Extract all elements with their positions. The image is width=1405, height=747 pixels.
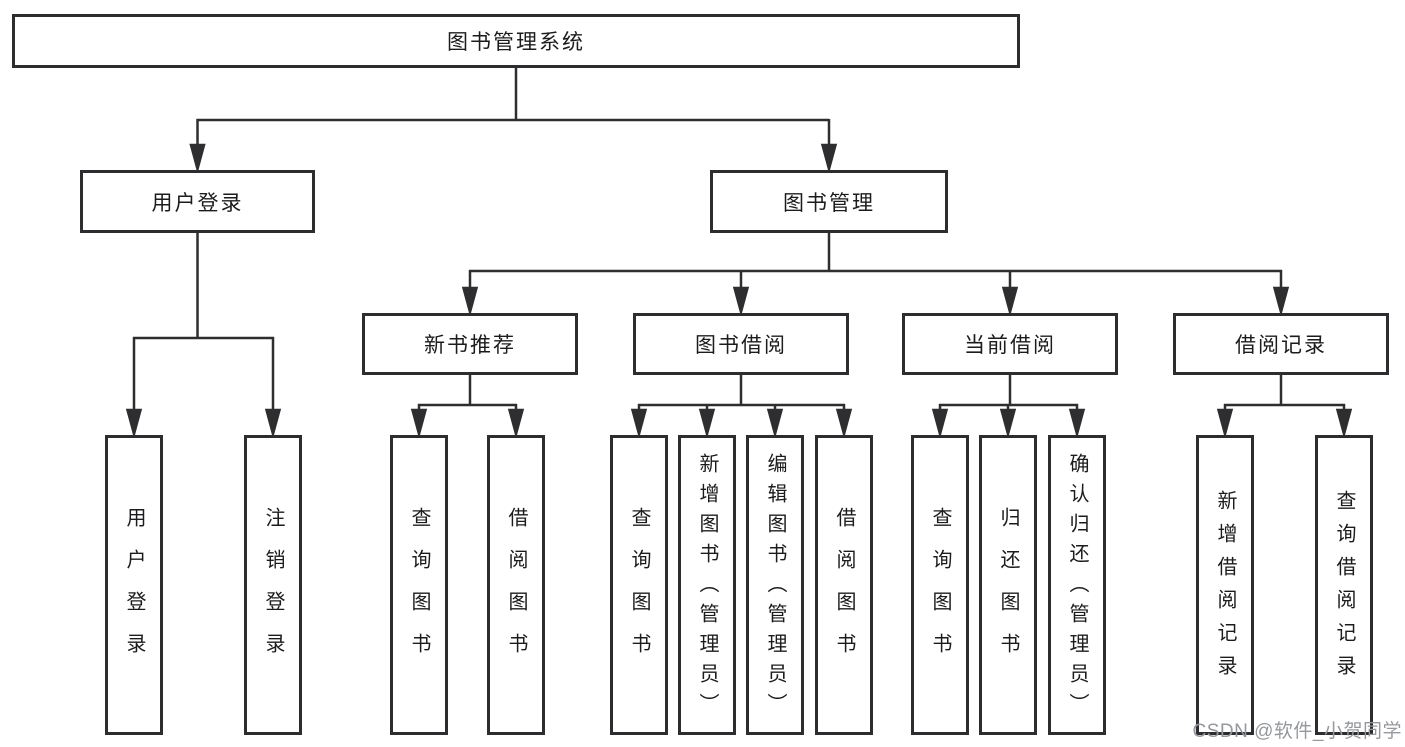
leaf-query-books-recommend: 查询图书	[390, 435, 448, 735]
leaf-query-books-borrow: 查询图书	[610, 435, 668, 735]
node-book-management-label: 图书管理	[783, 191, 875, 215]
leaf-borrow-books: 借阅图书	[815, 435, 873, 735]
leaf-confirm-return-admin: 确认归还（管理员）	[1048, 435, 1106, 735]
leaf-query-books-borrow-label: 查询图书	[628, 506, 650, 675]
leaf-add-borrow-record-label: 新增借阅记录	[1214, 489, 1236, 688]
leaf-logout: 注销登录	[244, 435, 302, 735]
leaf-edit-book-admin-label: 编辑图书（管理员）	[764, 452, 786, 723]
node-borrowing-records: 借阅记录	[1173, 313, 1389, 375]
leaf-user-login: 用户登录	[105, 435, 163, 735]
node-current-borrowing: 当前借阅	[902, 313, 1118, 375]
leaf-return-book: 归还图书	[979, 435, 1037, 735]
node-new-book-recommend: 新书推荐	[362, 313, 578, 375]
node-current-borrowing-label: 当前借阅	[964, 334, 1056, 357]
node-book-borrowing-label: 图书借阅	[695, 334, 787, 357]
node-root: 图书管理系统	[12, 14, 1020, 68]
leaf-logout-label: 注销登录	[262, 506, 284, 675]
leaf-borrow-books-recommend: 借阅图书	[487, 435, 545, 735]
csdn-watermark: CSDN @软件_小贺同学	[1192, 721, 1402, 742]
leaf-confirm-return-admin-label: 确认归还（管理员）	[1066, 452, 1088, 723]
leaf-query-books-recommend-label: 查询图书	[408, 506, 430, 675]
leaf-query-books-current: 查询图书	[911, 435, 969, 735]
node-borrowing-records-label: 借阅记录	[1235, 334, 1327, 357]
leaf-add-book-admin: 新增图书（管理员）	[678, 435, 736, 735]
node-new-book-recommend-label: 新书推荐	[424, 334, 516, 357]
node-root-label: 图书管理系统	[447, 31, 585, 54]
leaf-add-book-admin-label: 新增图书（管理员）	[696, 452, 718, 723]
leaf-add-borrow-record: 新增借阅记录	[1196, 435, 1254, 735]
leaf-edit-book-admin: 编辑图书（管理员）	[746, 435, 804, 735]
node-user-login: 用户登录	[80, 170, 315, 233]
node-user-login-label: 用户登录	[151, 191, 244, 215]
leaf-borrow-books-recommend-label: 借阅图书	[505, 506, 527, 675]
leaf-borrow-books-label: 借阅图书	[833, 506, 855, 675]
leaf-return-book-label: 归还图书	[997, 506, 1019, 675]
node-book-borrowing: 图书借阅	[633, 313, 849, 375]
leaf-query-borrow-record-label: 查询借阅记录	[1333, 489, 1355, 688]
leaf-query-books-current-label: 查询图书	[929, 506, 951, 675]
leaf-user-login-label: 用户登录	[123, 506, 145, 675]
leaf-query-borrow-record: 查询借阅记录	[1315, 435, 1373, 735]
node-book-management: 图书管理	[710, 170, 948, 233]
